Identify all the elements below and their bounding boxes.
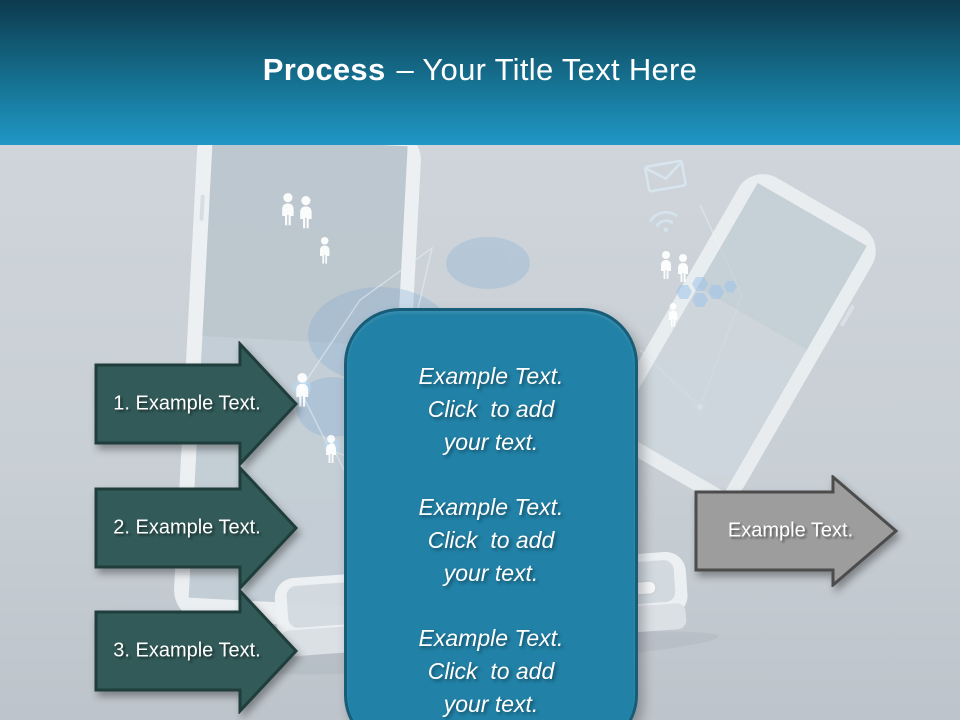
panel-text-block-3[interactable]: Example Text. Click to add your text. xyxy=(419,622,564,720)
panel-text-line: your text. xyxy=(443,560,539,586)
people-pair-icon xyxy=(661,251,671,279)
output-arrow-label: Example Text. xyxy=(727,519,854,542)
arrow-right-shape xyxy=(94,341,299,467)
smartphone-right xyxy=(606,174,876,501)
panel-text-line: your text. xyxy=(443,691,539,717)
arrow-right-shape xyxy=(94,465,299,591)
envelope-icon xyxy=(644,159,687,193)
slide-title-emphasis: Process xyxy=(262,52,386,87)
panel-text-line: your text. xyxy=(443,429,539,455)
arrow-right-shape xyxy=(694,475,899,587)
process-step-label: 1. Example Text. xyxy=(113,392,261,415)
process-step-label: 2. Example Text. xyxy=(113,516,261,539)
output-arrow[interactable]: Example Text. xyxy=(694,475,899,587)
header-band: Process – Your Title Text Here xyxy=(0,0,960,145)
panel-text-block-2[interactable]: Example Text. Click to add your text. xyxy=(419,491,564,590)
panel-text-line: Example Text. xyxy=(418,494,564,520)
panel-text-block-1[interactable]: Example Text. Click to add your text. xyxy=(419,360,564,459)
wifi-icon xyxy=(649,210,678,233)
panel-text-line: Click to add xyxy=(427,658,555,684)
slide-title[interactable]: Process – Your Title Text Here xyxy=(0,52,960,88)
panel-text-line: Click to add xyxy=(427,527,555,553)
panel-text-line: Click to add xyxy=(427,396,555,422)
process-step-label: 3. Example Text. xyxy=(113,639,261,662)
arrow-right-shape xyxy=(94,588,299,714)
panel-text-line: Example Text. xyxy=(418,363,564,389)
panel-text-line: Example Text. xyxy=(418,625,564,651)
process-step-arrow-1[interactable]: 1. Example Text. xyxy=(94,341,299,467)
center-text-panel[interactable]: Example Text. Click to add your text. Ex… xyxy=(344,308,638,720)
slide-title-rest: – Your Title Text Here xyxy=(396,52,698,87)
process-step-arrow-2[interactable]: 2. Example Text. xyxy=(94,465,299,591)
process-step-arrow-3[interactable]: 3. Example Text. xyxy=(94,588,299,714)
slide-canvas: 1. Example Text. 2. Example Text. 3. Exa… xyxy=(0,145,960,720)
